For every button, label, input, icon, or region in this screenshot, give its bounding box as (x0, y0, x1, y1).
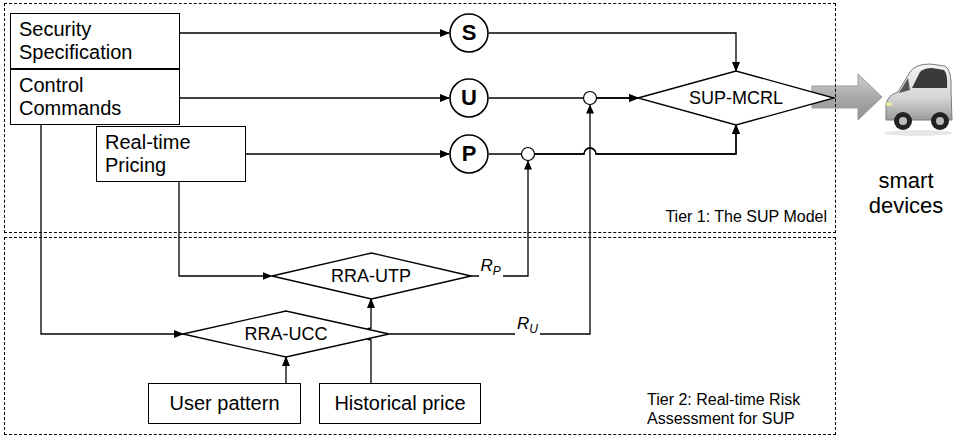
node-label: User pattern (169, 392, 279, 415)
connector (180, 32, 449, 33)
tier-region: Tier 1: The SUP Model Security Specificat… (4, 3, 836, 233)
signal-circle: P (449, 134, 489, 174)
data-box: User pattern (148, 383, 301, 424)
node-label: RRA-UCC (245, 324, 328, 345)
input-box: Security Specification (10, 13, 180, 69)
device-label: smart devices (860, 168, 952, 219)
signal-circle: U (449, 78, 489, 118)
decision-diamond: RRA-UCC (183, 311, 389, 357)
node-label: Historical price (334, 392, 465, 415)
connector (489, 33, 736, 71)
connector (365, 299, 371, 383)
signal-circle: S (449, 13, 489, 53)
summing-junction (522, 148, 535, 161)
summing-junction (584, 92, 597, 105)
connector (285, 357, 286, 383)
risk-label: RU (515, 314, 540, 336)
node-label: Real-time Pricing (105, 131, 237, 177)
node-label: S (462, 20, 477, 45)
node-label: SUP-MCRL (689, 88, 783, 109)
input-box: Control Commands (10, 69, 180, 125)
junction-arrowhead (586, 105, 594, 114)
tier-region: Tier 2: Real-time Risk Assessment for SU… (4, 237, 836, 435)
connector (180, 97, 449, 98)
decision-diamond: SUP-MCRL (638, 71, 834, 125)
data-box: Historical price (319, 383, 481, 424)
region-title: Tier 2: Real-time Risk Assessment for SU… (647, 391, 827, 428)
connector (179, 182, 272, 276)
input-box: Real-time Pricing (96, 126, 246, 182)
connector (471, 125, 737, 276)
node-label: P (462, 141, 477, 166)
node-label: U (461, 85, 477, 110)
node-label: Control Commands (19, 74, 171, 120)
decision-diamond: RRA-UTP (272, 253, 471, 299)
node-label: Security Specification (19, 18, 171, 64)
connector (246, 153, 449, 154)
risk-label: RP (479, 256, 503, 278)
region-title: Tier 1: The SUP Model (665, 208, 827, 226)
node-label: RRA-UTP (331, 266, 411, 287)
connector (389, 98, 638, 334)
junction-arrowhead (524, 161, 532, 170)
car-illustration (884, 64, 952, 136)
